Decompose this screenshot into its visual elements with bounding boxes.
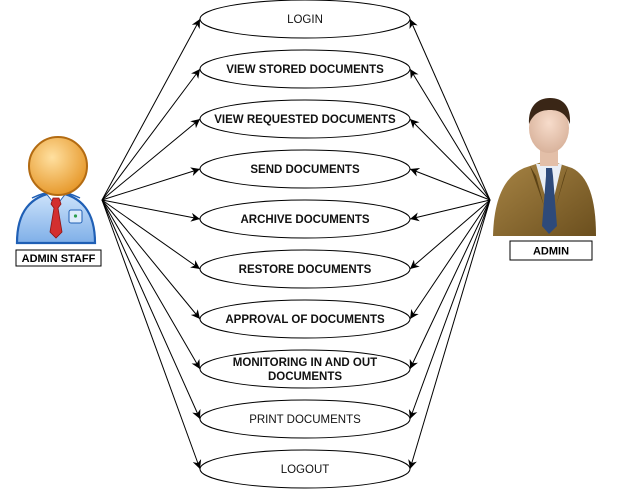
- admin-association-send-documents: [409, 168, 491, 201]
- association-lines: [101, 18, 491, 470]
- use-case-label: ARCHIVE DOCUMENTS: [240, 214, 369, 226]
- use-case-approval-of-documents[interactable]: APPROVAL OF DOCUMENTS: [199, 299, 411, 339]
- staff-association-print-documents: [101, 199, 201, 420]
- admin-association-logout: [408, 199, 491, 470]
- use-case-label: MONITORING IN AND OUT: [233, 357, 377, 369]
- staff-association-approval-of-documents: [101, 199, 201, 320]
- staff-association-archive-documents: [101, 199, 201, 222]
- use-case-label: SEND DOCUMENTS: [250, 164, 360, 176]
- use-case-archive-documents[interactable]: ARCHIVE DOCUMENTS: [199, 199, 411, 239]
- staff-association-view-stored-documents: [101, 68, 201, 201]
- use-case-print-documents[interactable]: PRINT DOCUMENTS: [199, 399, 411, 439]
- admin-actor[interactable]: ADMIN: [493, 98, 596, 261]
- admin-association-view-stored-documents: [409, 68, 491, 201]
- staff-association-send-documents: [101, 167, 201, 201]
- use-case-ellipse: [199, 349, 411, 389]
- use-case-label: LOGIN: [287, 14, 323, 26]
- admin-association-login: [409, 18, 491, 201]
- use-case-logout[interactable]: LOGOUT: [199, 449, 411, 489]
- use-case-send-documents[interactable]: SEND DOCUMENTS: [199, 149, 411, 189]
- use-case-label: DOCUMENTS: [268, 371, 342, 383]
- use-case-login[interactable]: LOGIN: [199, 0, 411, 39]
- use-case-label: APPROVAL OF DOCUMENTS: [225, 314, 385, 326]
- use-case-label: PRINT DOCUMENTS: [249, 414, 361, 426]
- admin-association-approval-of-documents: [409, 199, 491, 320]
- use-case-label: VIEW REQUESTED DOCUMENTS: [214, 114, 396, 126]
- use-case-view-requested-documents[interactable]: VIEW REQUESTED DOCUMENTS: [199, 99, 411, 139]
- use-case-ellipse: [199, 49, 411, 89]
- admin-staff-avatar-icon: [15, 136, 97, 245]
- use-case-label: VIEW STORED DOCUMENTS: [226, 64, 384, 76]
- admin-staff-label: ADMIN STAFF: [22, 253, 96, 265]
- use-case-ellipse: [199, 299, 411, 339]
- use-case-label: LOGOUT: [281, 464, 330, 476]
- admin-label-box: [509, 240, 593, 261]
- admin-association-monitoring-in-and-out-documents: [409, 199, 491, 370]
- use-case-ellipse: [199, 149, 411, 189]
- use-case-ellipse: [199, 249, 411, 289]
- staff-association-restore-documents: [101, 199, 201, 270]
- admin-label: ADMIN: [533, 246, 569, 258]
- use-case-ellipse: [199, 199, 411, 239]
- use-case-ellipse: [199, 0, 411, 39]
- use-case-ellipse: [199, 399, 411, 439]
- staff-association-view-requested-documents: [101, 118, 201, 201]
- staff-association-login: [101, 18, 201, 201]
- admin-association-archive-documents: [409, 199, 491, 222]
- admin-association-restore-documents: [409, 199, 491, 270]
- staff-association-logout: [101, 199, 202, 470]
- staff-association-monitoring-in-and-out-documents: [101, 199, 201, 370]
- use-case-ellipse: [199, 449, 411, 489]
- use-case-monitoring-in-and-out-documents[interactable]: MONITORING IN AND OUT DOCUMENTS: [199, 349, 411, 389]
- admin-association-view-requested-documents: [409, 118, 491, 201]
- use-case-restore-documents[interactable]: RESTORE DOCUMENTS: [199, 249, 411, 289]
- use-cases: LOGIN VIEW STORED DOCUMENTS VIEW REQUESTED…: [199, 0, 411, 489]
- use-case-ellipse: [199, 99, 411, 139]
- use-case-label: RESTORE DOCUMENTS: [239, 264, 372, 276]
- admin-staff-actor[interactable]: ADMIN STAFF: [15, 136, 102, 267]
- admin-staff-label-box: [15, 249, 102, 267]
- use-case-view-stored-documents[interactable]: VIEW STORED DOCUMENTS: [199, 49, 411, 89]
- admin-association-print-documents: [408, 199, 491, 420]
- admin-businessman-icon: [493, 98, 596, 236]
